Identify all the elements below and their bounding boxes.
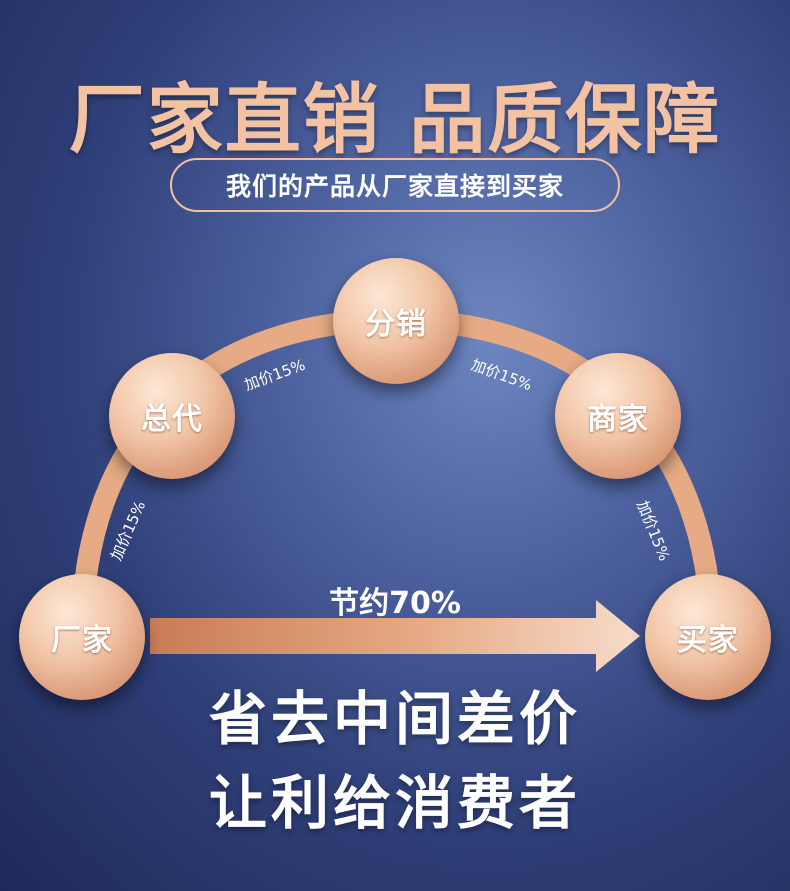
subtitle-pill: 我们的产品从厂家直接到买家 [170,158,620,212]
node-distributor: 分销 [333,258,459,384]
node-merchant: 商家 [555,353,681,479]
slogan-line-1: 省去中间差价 [208,685,581,753]
saving-arrow [150,600,640,672]
node-buyer: 买家 [645,574,771,700]
page-title: 厂家直销 品质保障 [68,75,722,164]
slogan-line-2: 让利给消费者 [208,769,581,837]
node-agent: 总代 [109,353,235,479]
saving-label: 节约70% [329,586,461,621]
node-factory: 厂家 [19,574,145,700]
